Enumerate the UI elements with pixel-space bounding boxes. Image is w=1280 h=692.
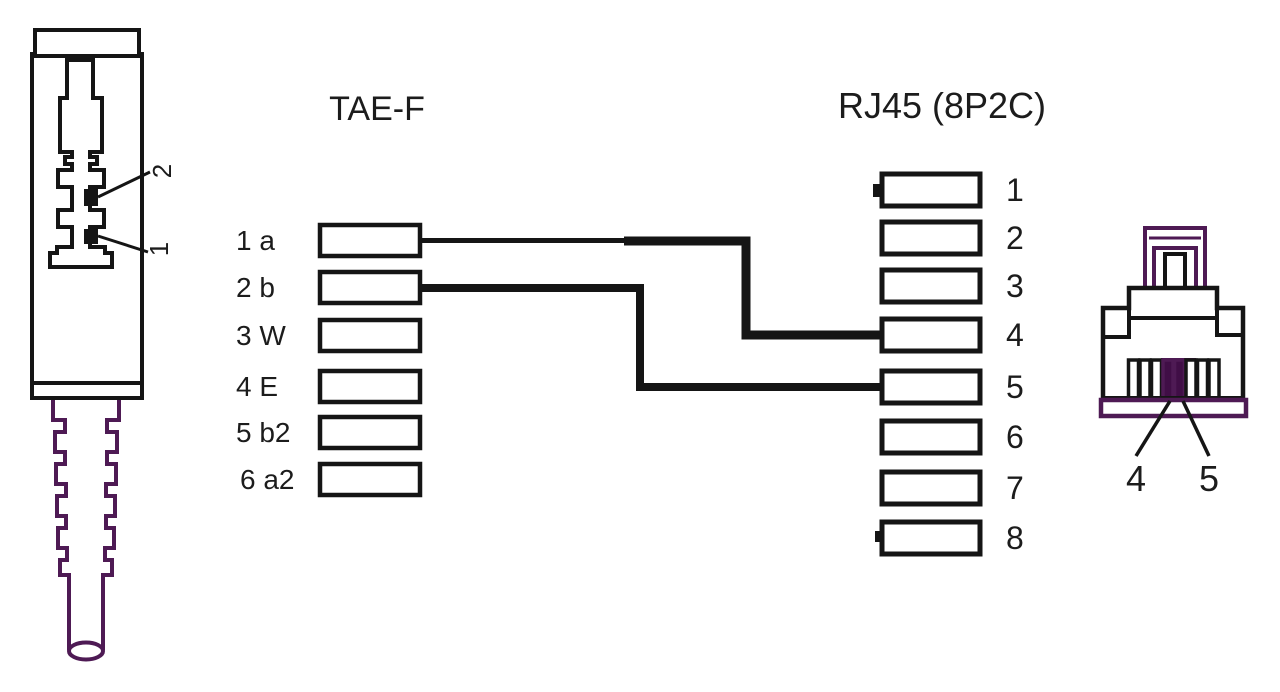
tae-pin-label-6: 6 a2 bbox=[240, 464, 295, 495]
rj45-pin-box-6 bbox=[879, 418, 983, 456]
tae-title: TAE-F bbox=[329, 90, 425, 128]
rj45-pin-number-2: 2 bbox=[1006, 220, 1024, 256]
tae-pin-box-6a2 bbox=[317, 461, 423, 498]
tae-pin-box-1a bbox=[317, 222, 423, 259]
rj45-slot-3 bbox=[1149, 358, 1164, 400]
tae-contact-label-2: 2 bbox=[147, 163, 177, 179]
tae-pin-box-2b bbox=[317, 269, 423, 306]
wire-2b-to-5 bbox=[420, 284, 881, 391]
tae-pin-label-1: 1 a bbox=[236, 225, 275, 256]
tae-pin-label-2: 2 b bbox=[236, 272, 275, 303]
rj45-slot-5-filled bbox=[1172, 358, 1187, 400]
rj45-slot-1 bbox=[1126, 358, 1141, 400]
rj45-title: RJ45 (8P2C) bbox=[837, 85, 1047, 126]
tae-pin-box-5b2 bbox=[317, 414, 423, 451]
tae-plug-top-cap bbox=[33, 28, 141, 58]
rj45-pin-number-8: 8 bbox=[1006, 520, 1024, 556]
rj45-pin-box-3 bbox=[879, 267, 983, 305]
rj45-pin-boxes bbox=[873, 171, 983, 557]
wires bbox=[420, 236, 881, 391]
tae-plug-side-view bbox=[30, 28, 151, 662]
rj45-bottom-band bbox=[1098, 397, 1249, 419]
tae-contact-label-1: 1 bbox=[144, 241, 174, 257]
tae-pin-box-3w bbox=[317, 317, 423, 354]
rj45-plug-pin-label-4: 4 bbox=[1125, 458, 1147, 499]
rj45-slot-6 bbox=[1184, 358, 1198, 400]
leader-line-contact-2 bbox=[97, 170, 151, 199]
tae-contact-2 bbox=[84, 189, 98, 206]
rj45-latch-inner bbox=[1152, 246, 1198, 294]
tae-pin-boxes bbox=[317, 222, 423, 498]
tae-pin-box-4e bbox=[317, 368, 423, 405]
rj45-pin-number-4: 4 bbox=[1006, 317, 1024, 353]
rj45-slot-7 bbox=[1195, 358, 1210, 400]
tae-pin-label-3: 3 W bbox=[236, 320, 286, 351]
rj45-pin-box-7 bbox=[879, 469, 983, 507]
leader-line-pin-4 bbox=[1134, 400, 1172, 457]
cable-end bbox=[67, 640, 105, 662]
rj45-ear-right bbox=[1215, 308, 1243, 337]
tae-pin-label-4: 4 E bbox=[236, 371, 279, 402]
leader-line-contact-1 bbox=[97, 234, 149, 254]
tae-pin-label-5: 5 b2 bbox=[236, 417, 291, 448]
rj45-pin-number-7: 7 bbox=[1006, 470, 1024, 506]
rj45-pin-number-6: 6 bbox=[1006, 419, 1024, 455]
rj45-pin-box-5 bbox=[879, 368, 983, 406]
rj45-plug-pin-label-5: 5 bbox=[1198, 458, 1220, 499]
strain-relief-boot bbox=[51, 398, 121, 650]
rj45-pin1-stub bbox=[873, 184, 882, 197]
rj45-pin-box-4 bbox=[879, 316, 983, 354]
tae-key-profile bbox=[48, 58, 114, 269]
rj45-pin-box-1 bbox=[879, 171, 983, 209]
rj45-slot-8 bbox=[1207, 358, 1221, 400]
rj45-pin-box-8 bbox=[879, 519, 983, 557]
rj45-slot-2 bbox=[1138, 358, 1152, 400]
rj45-pin-number-3: 3 bbox=[1006, 268, 1024, 304]
tae-contact-1 bbox=[84, 229, 98, 244]
rj45-latch-outer bbox=[1143, 226, 1207, 294]
leader-line-pin-5 bbox=[1181, 400, 1211, 457]
rj45-pin8-stub bbox=[875, 531, 882, 542]
rj45-pin-box-2 bbox=[879, 219, 983, 257]
rj45-pin-number-1: 1 bbox=[1006, 172, 1024, 208]
rj45-slot-4-filled bbox=[1161, 358, 1175, 400]
wire-1a-to-4 bbox=[624, 236, 881, 340]
rj45-ear-left bbox=[1103, 308, 1131, 339]
rj45-plug-front-view bbox=[1098, 226, 1249, 457]
rj45-pin-number-5: 5 bbox=[1006, 369, 1024, 405]
